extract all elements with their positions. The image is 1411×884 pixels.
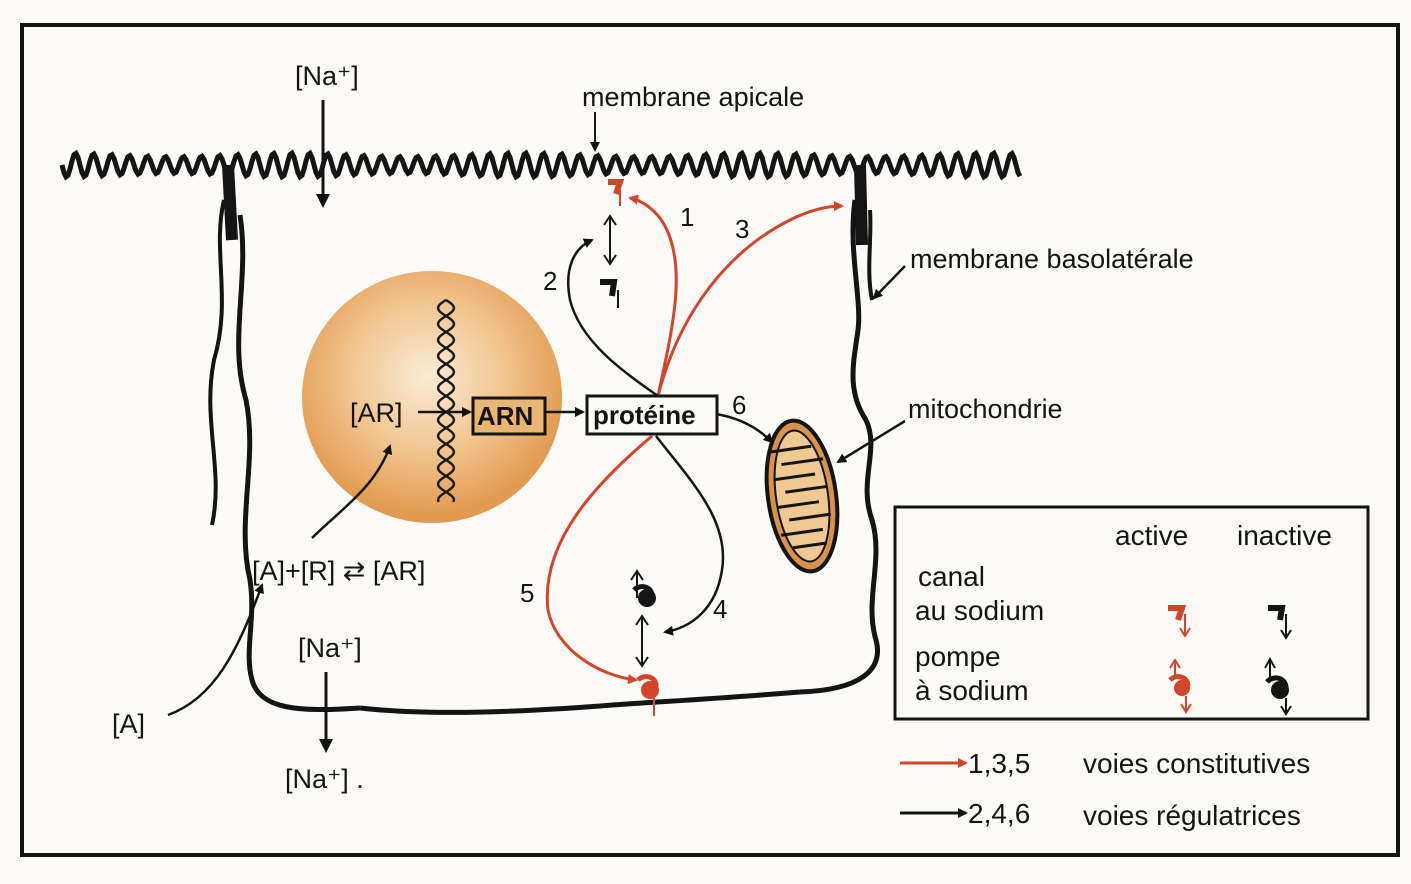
na-top-label: [Na⁺] — [295, 61, 359, 91]
figure-frame — [20, 23, 1400, 857]
arn-label: ARN — [477, 401, 533, 431]
na-exit-label: [Na⁺] . — [285, 764, 364, 794]
apical-membrane — [59, 149, 1023, 181]
left-basolateral-membrane — [208, 164, 361, 713]
constitutive-pathways — [545, 194, 844, 685]
legend-channel-label-2: au sodium — [915, 595, 1044, 626]
pathway-4 — [655, 435, 725, 636]
pathway-number-3: 3 — [735, 214, 749, 244]
pump-inactive — [630, 569, 656, 607]
legend-pump-label-2: à sodium — [915, 675, 1029, 706]
hormone-entry-arrow — [167, 583, 264, 717]
key-constitutive-numbers: 1,3,5 — [968, 748, 1030, 779]
pathway-number-1: 1 — [680, 202, 694, 232]
protein-box — [585, 394, 719, 436]
ar-label: [AR] — [350, 398, 403, 428]
legend-channel-active-icon — [1168, 605, 1191, 638]
basal-membrane — [359, 689, 801, 715]
binding-arrow — [311, 444, 393, 539]
hormone-label: [A] — [112, 709, 145, 739]
pathway-2 — [567, 238, 659, 398]
mitochondria-icon — [764, 418, 840, 574]
channel-inactive — [600, 279, 619, 308]
key-constitutive-label: voies constitutives — [1083, 748, 1310, 779]
legend-active-header: active — [1115, 520, 1188, 551]
legend-channel-label-1: canal — [918, 561, 985, 592]
apical-membrane-label: membrane apicale — [582, 82, 804, 112]
mitochondria-label: mitochondrie — [908, 394, 1063, 424]
key-regulatory-label: voies régulatrices — [1083, 800, 1301, 831]
pump-exchange-arrow — [635, 614, 649, 668]
pathway-5 — [545, 434, 653, 685]
basolateral-membrane-label: membrane basolatérale — [910, 244, 1194, 274]
legend-box — [893, 505, 1370, 721]
pathway-1 — [628, 194, 678, 397]
arn-box — [471, 396, 547, 436]
mitochondria-pointer-arrow — [836, 419, 906, 464]
pathway-number-6: 6 — [732, 390, 746, 420]
binding-equation: [A]+[R] ⇄ [AR] — [252, 556, 425, 586]
nucleus — [302, 271, 562, 523]
protein-label: protéine — [593, 400, 696, 430]
legend-inactive-header: inactive — [1237, 520, 1332, 551]
basal-pump-active — [636, 674, 659, 716]
regulatory-pathways — [567, 238, 774, 636]
legend-channel-inactive-icon — [1268, 605, 1292, 640]
pathway-number-2: 2 — [543, 266, 557, 296]
pathway-6 — [715, 412, 774, 444]
key-regulatory-numbers: 2,4,6 — [968, 798, 1030, 829]
channel-exchange-arrow — [603, 214, 617, 266]
basolateral-pointer-arrow — [872, 265, 906, 300]
pathway-number-4: 4 — [713, 594, 727, 624]
legend-pump-label-1: pompe — [915, 641, 1001, 672]
na-bottom-label: [Na⁺] — [298, 633, 362, 663]
pathway-number-5: 5 — [520, 578, 534, 608]
pathway-3 — [656, 201, 844, 397]
right-basolateral-membrane — [799, 164, 880, 695]
apical-channel-active — [608, 179, 625, 206]
legend-pump-inactive-icon — [1264, 656, 1292, 716]
dna-helix-icon — [436, 298, 456, 503]
legend-pump-active-icon — [1168, 658, 1192, 714]
